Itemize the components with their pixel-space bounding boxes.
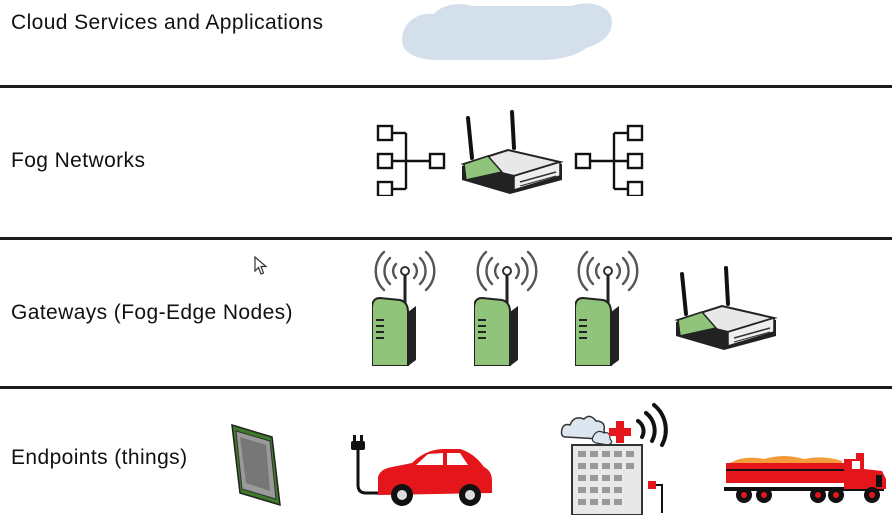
connected-hospital-icon xyxy=(556,401,680,515)
cloud-icon xyxy=(400,0,614,62)
layer-label-gateways: Gateways (Fog-Edge Nodes) xyxy=(11,301,293,324)
mouse-cursor-icon xyxy=(254,256,268,276)
divider-3 xyxy=(0,386,892,389)
layer-label-fog: Fog Networks xyxy=(11,149,146,172)
divider-1 xyxy=(0,85,892,88)
cloud-layer: Cloud Services and Applications xyxy=(0,0,892,86)
network-topology-icon xyxy=(376,124,448,196)
wireless-gateway-icon xyxy=(575,250,641,366)
fog-layer: Fog Networks xyxy=(0,88,892,238)
network-topology-icon xyxy=(574,124,646,196)
processor-chip-icon xyxy=(230,423,282,507)
layer-label-cloud: Cloud Services and Applications xyxy=(11,11,324,34)
wireless-gateway-icon xyxy=(372,250,438,366)
layer-label-endpoints: Endpoints (things) xyxy=(11,446,188,469)
divider-2 xyxy=(0,237,892,240)
wireless-gateway-icon xyxy=(474,250,540,366)
wireless-router-icon xyxy=(672,266,782,356)
electric-car-icon xyxy=(350,433,494,509)
logging-truck-icon xyxy=(724,449,888,513)
gateway-layer: Gateways (Fog-Edge Nodes) xyxy=(0,240,892,386)
wireless-router-icon xyxy=(458,110,568,200)
endpoint-layer: Endpoints (things) xyxy=(0,389,892,515)
